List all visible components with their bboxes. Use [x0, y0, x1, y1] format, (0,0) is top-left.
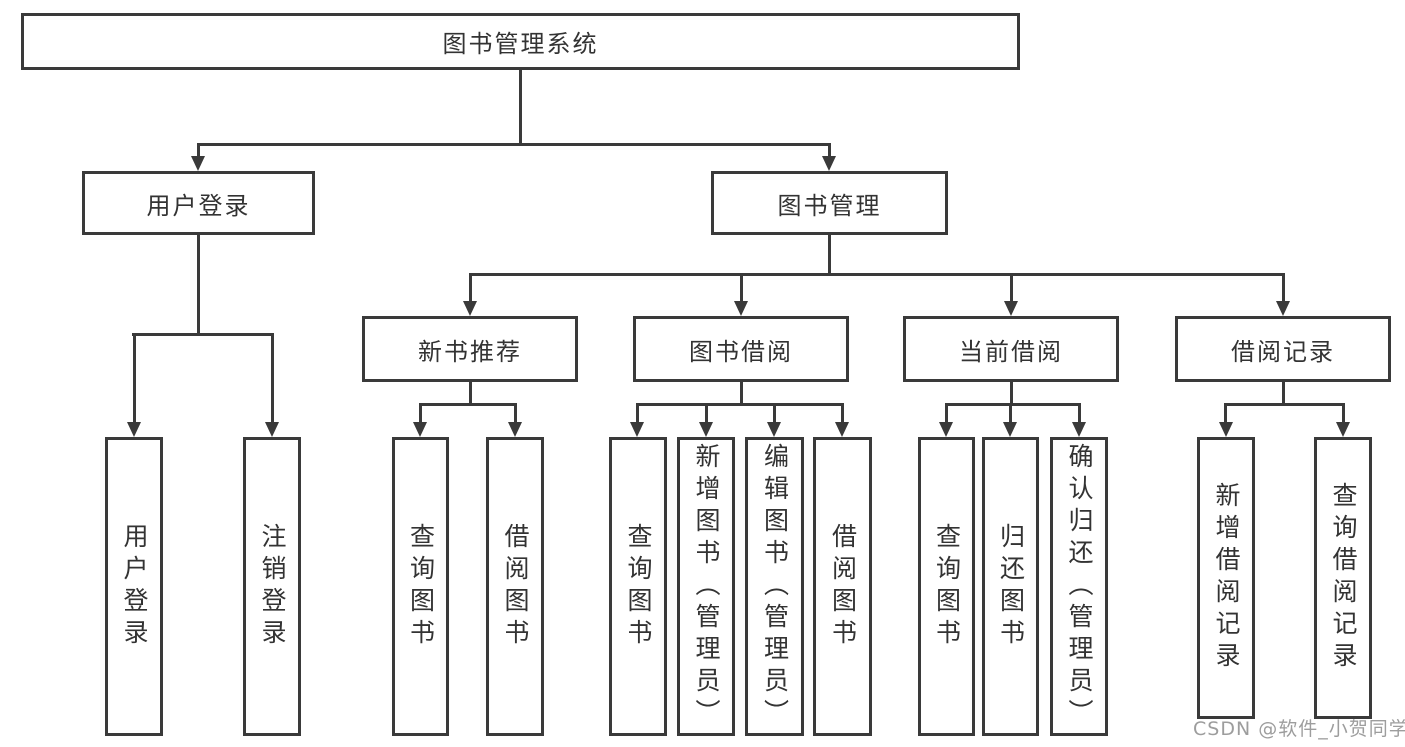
arrowhead-icon — [1276, 301, 1290, 316]
connector-level2-rail — [469, 273, 1285, 276]
leaf-user-login: 用户登录 — [105, 437, 163, 736]
connector-book-borrowing-rail — [636, 403, 844, 406]
leaf-borrow-books: 借阅图书 — [813, 437, 872, 736]
connector-borrowing-records-rail — [1224, 403, 1345, 406]
leaf-query-borrow-record: 查询借阅记录 — [1314, 437, 1372, 719]
connector-arrow-shaft — [197, 143, 200, 158]
connector-level1-rail — [197, 143, 831, 146]
connector-arrow-shaft — [514, 403, 517, 423]
connector-root-stem — [519, 70, 522, 144]
connector-arrow-shaft — [705, 403, 708, 423]
arrowhead-icon — [835, 422, 849, 437]
connector-arrow-shaft — [945, 403, 948, 423]
connector-book-borrowing-stem — [740, 381, 743, 406]
leaf-query-books-recommend: 查询图书 — [392, 437, 449, 736]
connector-arrow-shaft — [773, 403, 776, 423]
arrowhead-icon — [767, 422, 781, 437]
node-root-label: 图书管理系统 — [442, 30, 599, 58]
arrowhead-icon — [1219, 422, 1233, 437]
arrowhead-icon — [413, 422, 427, 437]
arrowhead-icon — [508, 422, 522, 437]
connector-book-management-stem — [828, 234, 831, 274]
connector-arrow-shaft — [1224, 403, 1227, 423]
arrowhead-icon — [1336, 422, 1350, 437]
leaf-return-books: 归还图书 — [982, 437, 1039, 736]
connector-arrow-shaft — [469, 273, 472, 303]
arrowhead-icon — [127, 422, 141, 437]
connector-new-book-rail — [419, 403, 517, 406]
connector-new-book-stem — [469, 381, 472, 406]
node-new-book-recommend: 新书推荐 — [362, 316, 578, 382]
leaf-borrow-books-recommend: 借阅图书 — [486, 437, 544, 736]
node-book-management-label: 图书管理 — [777, 191, 882, 220]
connector-user-login-rail — [132, 333, 274, 336]
arrowhead-icon — [463, 301, 477, 316]
leaf-query-books-borrowing: 查询图书 — [609, 437, 667, 736]
node-new-book-recommend-label: 新书推荐 — [418, 337, 522, 366]
connector-arrow-shaft — [841, 403, 844, 423]
leaf-add-books-admin: 新增图书（管理员） — [677, 437, 735, 736]
node-user-login-label: 用户登录 — [146, 191, 251, 220]
connector-arrow-shaft — [271, 333, 274, 423]
connector-arrow-shaft — [1342, 403, 1345, 423]
connector-arrow-shaft — [636, 403, 639, 423]
arrowhead-icon — [191, 156, 205, 171]
connector-arrow-shaft — [1010, 273, 1013, 303]
arrowhead-icon — [939, 422, 953, 437]
node-current-borrowing-label: 当前借阅 — [959, 337, 1063, 366]
node-root-library-system: 图书管理系统 — [21, 13, 1020, 70]
leaf-logout: 注销登录 — [243, 437, 301, 736]
connector-arrow-shaft — [1009, 403, 1012, 423]
node-book-management: 图书管理 — [711, 171, 948, 235]
node-book-borrowing-label: 图书借阅 — [689, 337, 793, 366]
arrowhead-icon — [822, 156, 836, 171]
leaf-query-books-current: 查询图书 — [918, 437, 975, 736]
connector-arrow-shaft — [1282, 273, 1285, 303]
arrowhead-icon — [1004, 301, 1018, 316]
leaf-add-borrow-record: 新增借阅记录 — [1197, 437, 1255, 719]
connector-arrow-shaft — [828, 143, 831, 158]
connector-current-borrowing-rail — [945, 403, 1081, 406]
arrowhead-icon — [699, 422, 713, 437]
arrowhead-icon — [1072, 422, 1086, 437]
connector-user-login-stem — [197, 234, 200, 334]
connector-arrow-shaft — [133, 333, 136, 423]
connector-borrowing-records-stem — [1282, 381, 1285, 406]
leaf-edit-books-admin: 编辑图书（管理员） — [745, 437, 804, 736]
node-borrowing-records: 借阅记录 — [1175, 316, 1391, 382]
node-current-borrowing: 当前借阅 — [903, 316, 1119, 382]
node-user-login: 用户登录 — [82, 171, 315, 235]
connector-arrow-shaft — [1078, 403, 1081, 423]
arrowhead-icon — [630, 422, 644, 437]
connector-arrow-shaft — [419, 403, 422, 423]
node-borrowing-records-label: 借阅记录 — [1231, 337, 1335, 366]
node-book-borrowing: 图书借阅 — [633, 316, 849, 382]
connector-arrow-shaft — [740, 273, 743, 303]
connector-current-borrowing-stem — [1010, 381, 1013, 406]
leaf-confirm-return-admin: 确认归还（管理员） — [1050, 437, 1108, 736]
arrowhead-icon — [265, 422, 279, 437]
arrowhead-icon — [1003, 422, 1017, 437]
arrowhead-icon — [734, 301, 748, 316]
csdn-watermark: CSDN @软件_小贺同学 — [1193, 718, 1405, 740]
